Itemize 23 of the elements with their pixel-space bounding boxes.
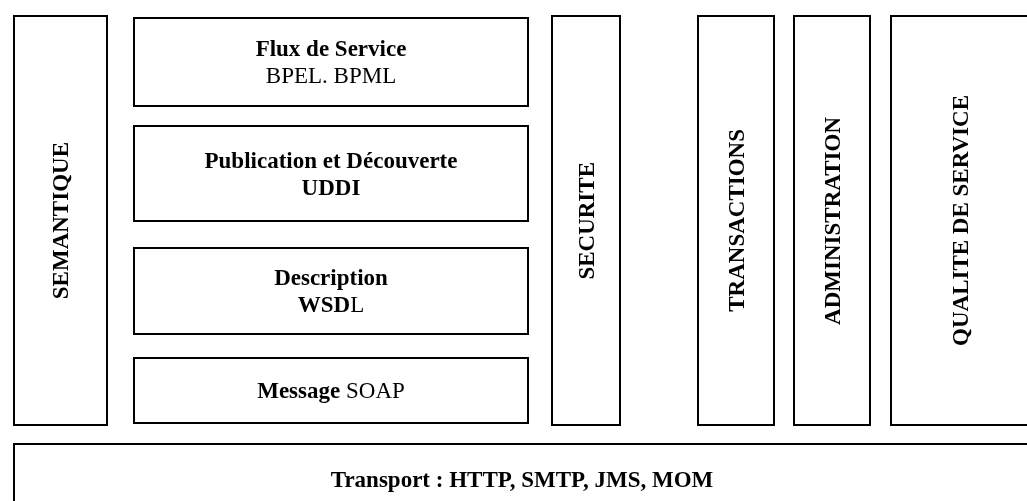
vertical-layer-label: SECURITE — [572, 161, 600, 280]
layer-box — [890, 15, 1027, 426]
layer-box — [13, 15, 108, 426]
layer-label: BPEL. BPML — [265, 62, 397, 89]
layer-box — [133, 17, 529, 107]
layer-box — [133, 125, 529, 222]
layer-box — [551, 15, 621, 426]
layer-label: Publication et Découverte — [204, 146, 458, 174]
vertical-layer-label: TRANSACTIONS — [722, 129, 750, 312]
vertical-layer-label: ADMINISTRATION — [818, 116, 846, 325]
vertical-layer-label: SEMANTIQUE — [47, 141, 74, 300]
layer-label: Flux de Service — [255, 35, 407, 62]
layer-label: Description — [274, 264, 388, 291]
layer-box — [133, 247, 529, 335]
layer-label: Message SOAP — [257, 377, 405, 404]
layer-box — [133, 357, 529, 424]
layer-box — [697, 15, 775, 426]
layer-label: WSDL — [297, 291, 365, 318]
vertical-layer-label: QUALITE DE SERVICE — [947, 95, 974, 346]
layer-label: UDDI — [301, 173, 361, 201]
layer-box — [13, 443, 1027, 501]
layer-box — [793, 15, 871, 426]
layer-label: Transport : HTTP, SMTP, JMS, MOM — [330, 465, 714, 493]
